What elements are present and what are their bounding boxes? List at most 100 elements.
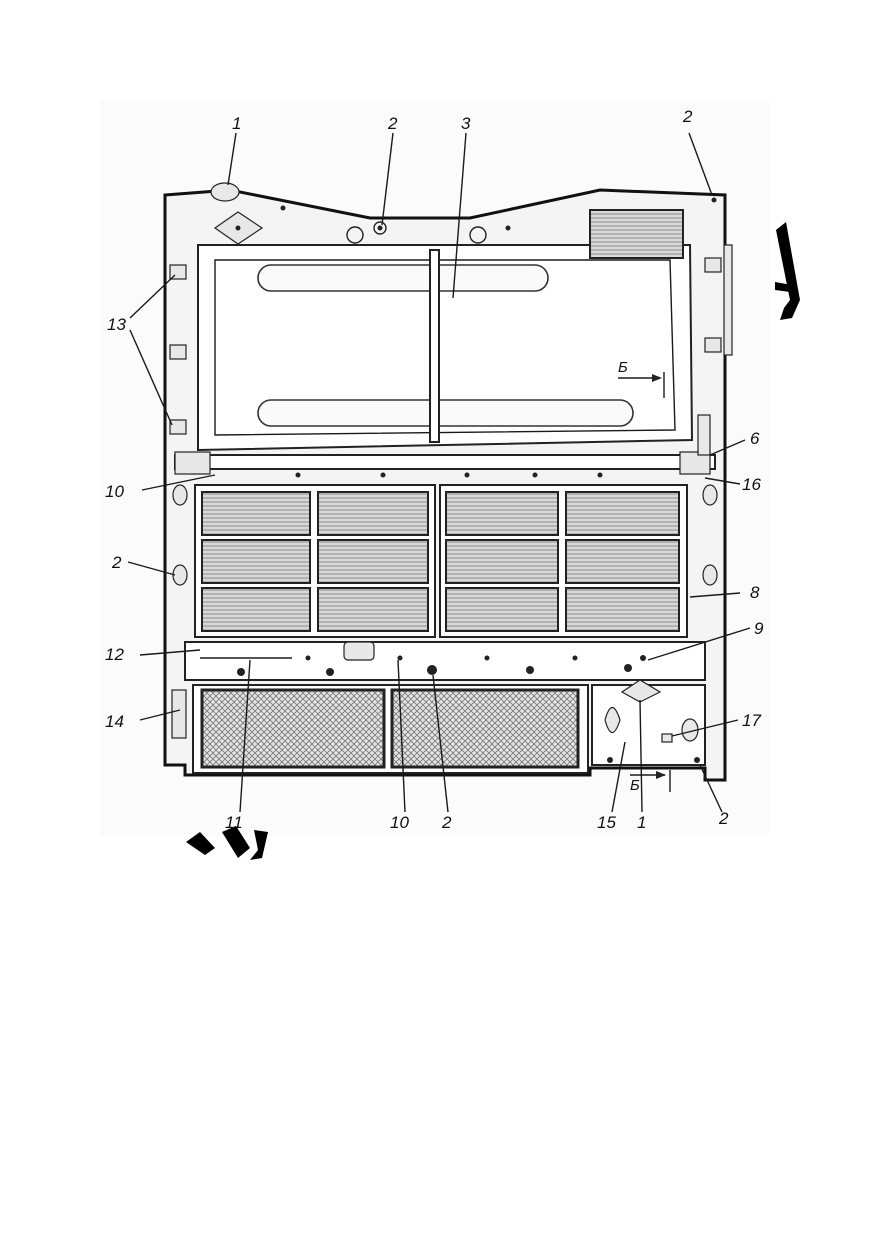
arrow-head xyxy=(652,374,662,382)
top-right-grille xyxy=(589,209,684,259)
leader xyxy=(127,561,176,576)
bolt xyxy=(640,655,646,661)
callout-labels: 1 2 3 2 13 6 10 16 2 8 12 9 14 17 11 10 … xyxy=(105,107,764,832)
bolt xyxy=(572,655,578,661)
side-bracket xyxy=(169,344,187,360)
callout-15: 15 xyxy=(597,813,616,832)
leader xyxy=(139,649,201,656)
upper-slot xyxy=(257,264,549,292)
callout-1: 1 xyxy=(637,813,646,832)
section-label-upper: Б xyxy=(618,359,628,376)
lower-slot xyxy=(257,399,634,427)
side-bracket xyxy=(704,337,722,353)
bolt xyxy=(607,757,613,763)
callout-9: 9 xyxy=(754,619,764,638)
leader xyxy=(611,741,626,813)
bolt xyxy=(397,655,403,661)
leader xyxy=(688,132,713,196)
upper-panel-inner xyxy=(214,259,676,436)
filter-cell xyxy=(445,539,559,584)
bolt xyxy=(346,226,364,244)
callout-16: 16 xyxy=(742,475,761,494)
callout-14: 14 xyxy=(105,712,124,731)
filter-cell xyxy=(445,491,559,536)
callout-3: 3 xyxy=(461,114,471,133)
bolt xyxy=(526,666,534,674)
filter-cells xyxy=(201,491,680,632)
leader xyxy=(671,719,739,737)
callout-10: 10 xyxy=(390,813,409,832)
top-lug-left xyxy=(210,182,240,202)
arrow-head xyxy=(656,771,666,779)
filter-cell xyxy=(445,587,559,632)
callout-10: 10 xyxy=(105,482,124,501)
bolt xyxy=(380,472,386,478)
leader xyxy=(452,132,467,299)
scan-artifact-right-tail xyxy=(775,282,792,292)
bolt xyxy=(237,668,245,676)
filter-cell xyxy=(201,491,311,536)
callout-2: 2 xyxy=(387,114,398,133)
right-rod xyxy=(723,244,733,356)
leader xyxy=(689,592,741,598)
bolt xyxy=(280,205,286,211)
filter-cell xyxy=(317,587,429,632)
bolt xyxy=(532,472,538,478)
filter-cell xyxy=(565,491,680,536)
side-knob xyxy=(172,564,188,586)
scan-artifact-bottom xyxy=(186,826,268,860)
leader xyxy=(397,659,406,813)
leader xyxy=(647,627,751,661)
leader xyxy=(699,764,723,813)
filter-cell xyxy=(201,539,311,584)
side-bracket xyxy=(704,257,722,273)
section-label-lower: Б xyxy=(630,777,640,794)
bolt xyxy=(484,655,490,661)
leader xyxy=(639,699,643,813)
bolt xyxy=(711,197,717,203)
lower-crossbar xyxy=(184,641,706,681)
filter-cell xyxy=(565,587,680,632)
handle xyxy=(343,641,375,661)
leader xyxy=(381,132,394,226)
callout-13: 13 xyxy=(107,315,126,334)
filter-cell xyxy=(317,491,429,536)
filter-cell xyxy=(565,539,680,584)
upper-panel xyxy=(197,244,694,452)
leader xyxy=(141,474,216,491)
bolt xyxy=(694,757,700,763)
filter-cell xyxy=(317,539,429,584)
leader xyxy=(139,709,181,721)
callout-11: 11 xyxy=(225,813,243,832)
leader xyxy=(432,674,449,813)
rail-bolts xyxy=(295,472,603,478)
leader xyxy=(239,659,251,813)
callout-6: 6 xyxy=(750,429,760,448)
bolt xyxy=(505,225,511,231)
side-knob xyxy=(172,484,188,506)
callout-12: 12 xyxy=(105,645,124,664)
lower-plate-oval xyxy=(604,706,621,734)
bottom-mesh-right xyxy=(390,688,580,769)
hinge-block xyxy=(174,451,211,475)
filter-cell xyxy=(201,587,311,632)
callout-8: 8 xyxy=(750,583,760,602)
bottom-mesh-left xyxy=(200,688,386,769)
bolt xyxy=(469,226,487,244)
side-pin xyxy=(661,733,673,743)
leader xyxy=(709,439,746,456)
callout-2: 2 xyxy=(441,813,452,832)
leader xyxy=(129,274,176,319)
side-knob xyxy=(702,484,718,506)
bolt xyxy=(326,668,334,676)
leader-lines xyxy=(127,132,751,813)
leader xyxy=(227,132,237,186)
side-bracket xyxy=(169,419,187,435)
latch xyxy=(697,414,711,456)
callout-2: 2 xyxy=(111,553,122,572)
leader xyxy=(704,477,741,485)
scan-artifact-right xyxy=(776,222,800,320)
bolt xyxy=(295,472,301,478)
callout-2: 2 xyxy=(718,809,729,828)
